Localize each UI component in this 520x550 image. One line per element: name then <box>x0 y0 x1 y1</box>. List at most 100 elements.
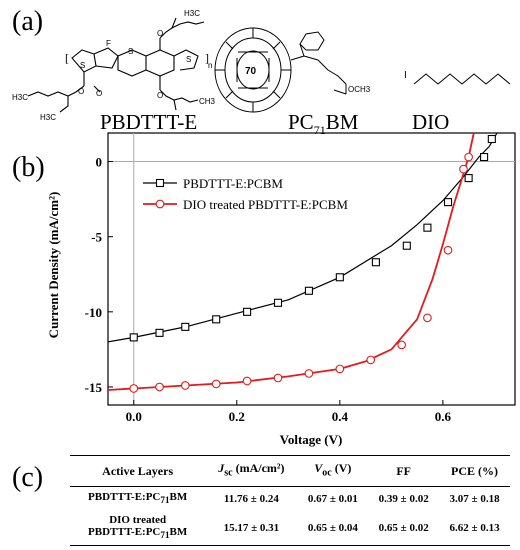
cell-subscript: 71 <box>160 495 170 506</box>
ester-label: OCH3 <box>348 85 371 94</box>
data-point <box>371 258 380 267</box>
cell-pce: 6.62 ± 0.13 <box>449 521 500 534</box>
svg-text:]: ] <box>205 51 209 65</box>
cell-text: PBDTTT-E:PC <box>88 526 161 539</box>
atom-label: F <box>106 39 111 48</box>
data-point <box>335 273 344 282</box>
atom-label: O <box>157 91 163 100</box>
data-point <box>304 286 313 295</box>
series-line <box>107 132 498 343</box>
series-line <box>107 132 475 391</box>
header-jsc-unit: (mA/cm²) <box>232 461 285 476</box>
legend-entry: DIO treated PBDTTT-E:PCBM <box>183 197 348 212</box>
data-point <box>423 313 432 323</box>
panel-label-a: (a) <box>12 6 44 37</box>
series-curves <box>107 132 498 391</box>
header-jsc-subscript: sc <box>224 467 233 479</box>
x-tick-label: 0.0 <box>126 409 142 424</box>
data-point <box>459 164 468 174</box>
cell-text: BM <box>169 526 188 539</box>
data-point <box>273 298 283 307</box>
svg-text:[: [ <box>65 51 69 65</box>
series-markers <box>129 134 496 393</box>
legend-entry: PBDTTT-E:PCBM <box>183 176 283 191</box>
y-axis-ticks: 0-5-10-15 <box>85 155 113 395</box>
cell-text: PBDTTT-E:PC <box>88 491 161 503</box>
data-point <box>335 364 345 374</box>
iodine-label: I <box>404 70 407 81</box>
data-point <box>443 198 453 207</box>
y-axis-label: Current Density (mA/cm²) <box>46 192 61 339</box>
polymer-atom-labels: H3C H3C H3C CH3 O O O O S S S F n <box>12 9 216 122</box>
data-point <box>487 134 496 144</box>
header-voc-symbol: V <box>314 461 323 476</box>
atom-label: O <box>78 87 84 96</box>
table-row: PBDTTT-E:PC71BM 11.76 ± 0.24 0.67 ± 0.01… <box>70 487 510 511</box>
atom-label: H3C <box>184 9 200 18</box>
panel-label-c: (c) <box>12 462 44 493</box>
molecule-label-dio: DIO <box>412 110 450 134</box>
dio-structure <box>413 73 511 85</box>
panel-label-b: (b) <box>12 152 45 183</box>
data-point <box>366 355 376 365</box>
y-tick-label: -15 <box>85 380 103 395</box>
x-axis-label: Voltage (V) <box>280 432 343 447</box>
atom-label: H3C <box>40 113 56 122</box>
data-point <box>243 307 252 316</box>
legend-swatch-marker <box>155 178 165 188</box>
data-point <box>212 315 221 324</box>
atom-label: H3C <box>12 93 28 102</box>
molecule-label-text: PC <box>288 110 314 134</box>
atom-label: O <box>157 29 163 38</box>
data-point <box>211 379 221 389</box>
atom-label: O <box>96 89 102 98</box>
cell-ff: 0.65 ± 0.02 <box>378 521 429 534</box>
atom-label: CH3 <box>199 97 216 106</box>
data-point <box>304 369 314 378</box>
data-point <box>273 373 283 383</box>
data-point <box>397 340 407 350</box>
chemical-structures: [ ] H3C H3C H3C CH3 O O O O S S S F n <box>12 9 511 122</box>
data-point <box>402 241 411 250</box>
header-voc: Voc (V) <box>297 456 368 487</box>
atom-label: S <box>186 55 191 64</box>
polymer-structure: [ ] <box>27 17 209 113</box>
legend-swatch-marker <box>155 199 165 209</box>
reference-lines <box>108 133 515 405</box>
x-tick-label: 0.6 <box>435 409 452 424</box>
cell-jsc: 15.17 ± 0.31 <box>223 521 280 534</box>
data-point <box>129 333 138 342</box>
y-tick-label: -5 <box>91 230 102 245</box>
y-tick-label: -10 <box>85 305 102 320</box>
data-point <box>464 152 473 162</box>
header-voc-unit: (V) <box>331 461 352 476</box>
atom-label: S <box>128 47 133 56</box>
data-point <box>155 382 164 392</box>
data-point <box>464 174 473 183</box>
molecule-label-subscript: 71 <box>313 123 326 138</box>
cell-ff: 0.39 ± 0.02 <box>378 492 429 505</box>
cell-pce: 3.07 ± 0.18 <box>449 492 500 505</box>
x-tick-label: 0.2 <box>229 409 245 424</box>
fullerene-structure <box>214 27 347 113</box>
molecule-label-polymer: PBDTTT-E <box>100 110 198 134</box>
data-point <box>480 152 489 162</box>
photovoltaic-parameters-table: Active Layers Jsc (mA/cm²) Voc (V) FF PC… <box>70 455 510 546</box>
cell-voc: 0.65 ± 0.04 <box>307 521 358 534</box>
data-point <box>181 322 190 331</box>
chart-legend: PBDTTT-E:PCBM DIO treated PBDTTT-E:PCBM <box>143 176 348 212</box>
header-pce: PCE (%) <box>451 464 499 478</box>
header-jsc: Jsc (mA/cm²) <box>205 456 297 487</box>
data-point <box>129 384 139 393</box>
header-voc-subscript: oc <box>322 467 332 479</box>
data-point <box>180 381 190 390</box>
molecule-label-fullerene: PC71BM <box>288 110 358 138</box>
cell-voc: 0.67 ± 0.01 <box>307 492 358 505</box>
data-point <box>443 245 453 255</box>
x-axis-ticks: 0.0 0.2 0.4 0.6 <box>126 400 452 424</box>
atom-label: S <box>80 61 85 70</box>
table-header-row: Active Layers Jsc (mA/cm²) Voc (V) FF PC… <box>70 455 510 487</box>
x-tick-label: 0.4 <box>332 409 349 424</box>
